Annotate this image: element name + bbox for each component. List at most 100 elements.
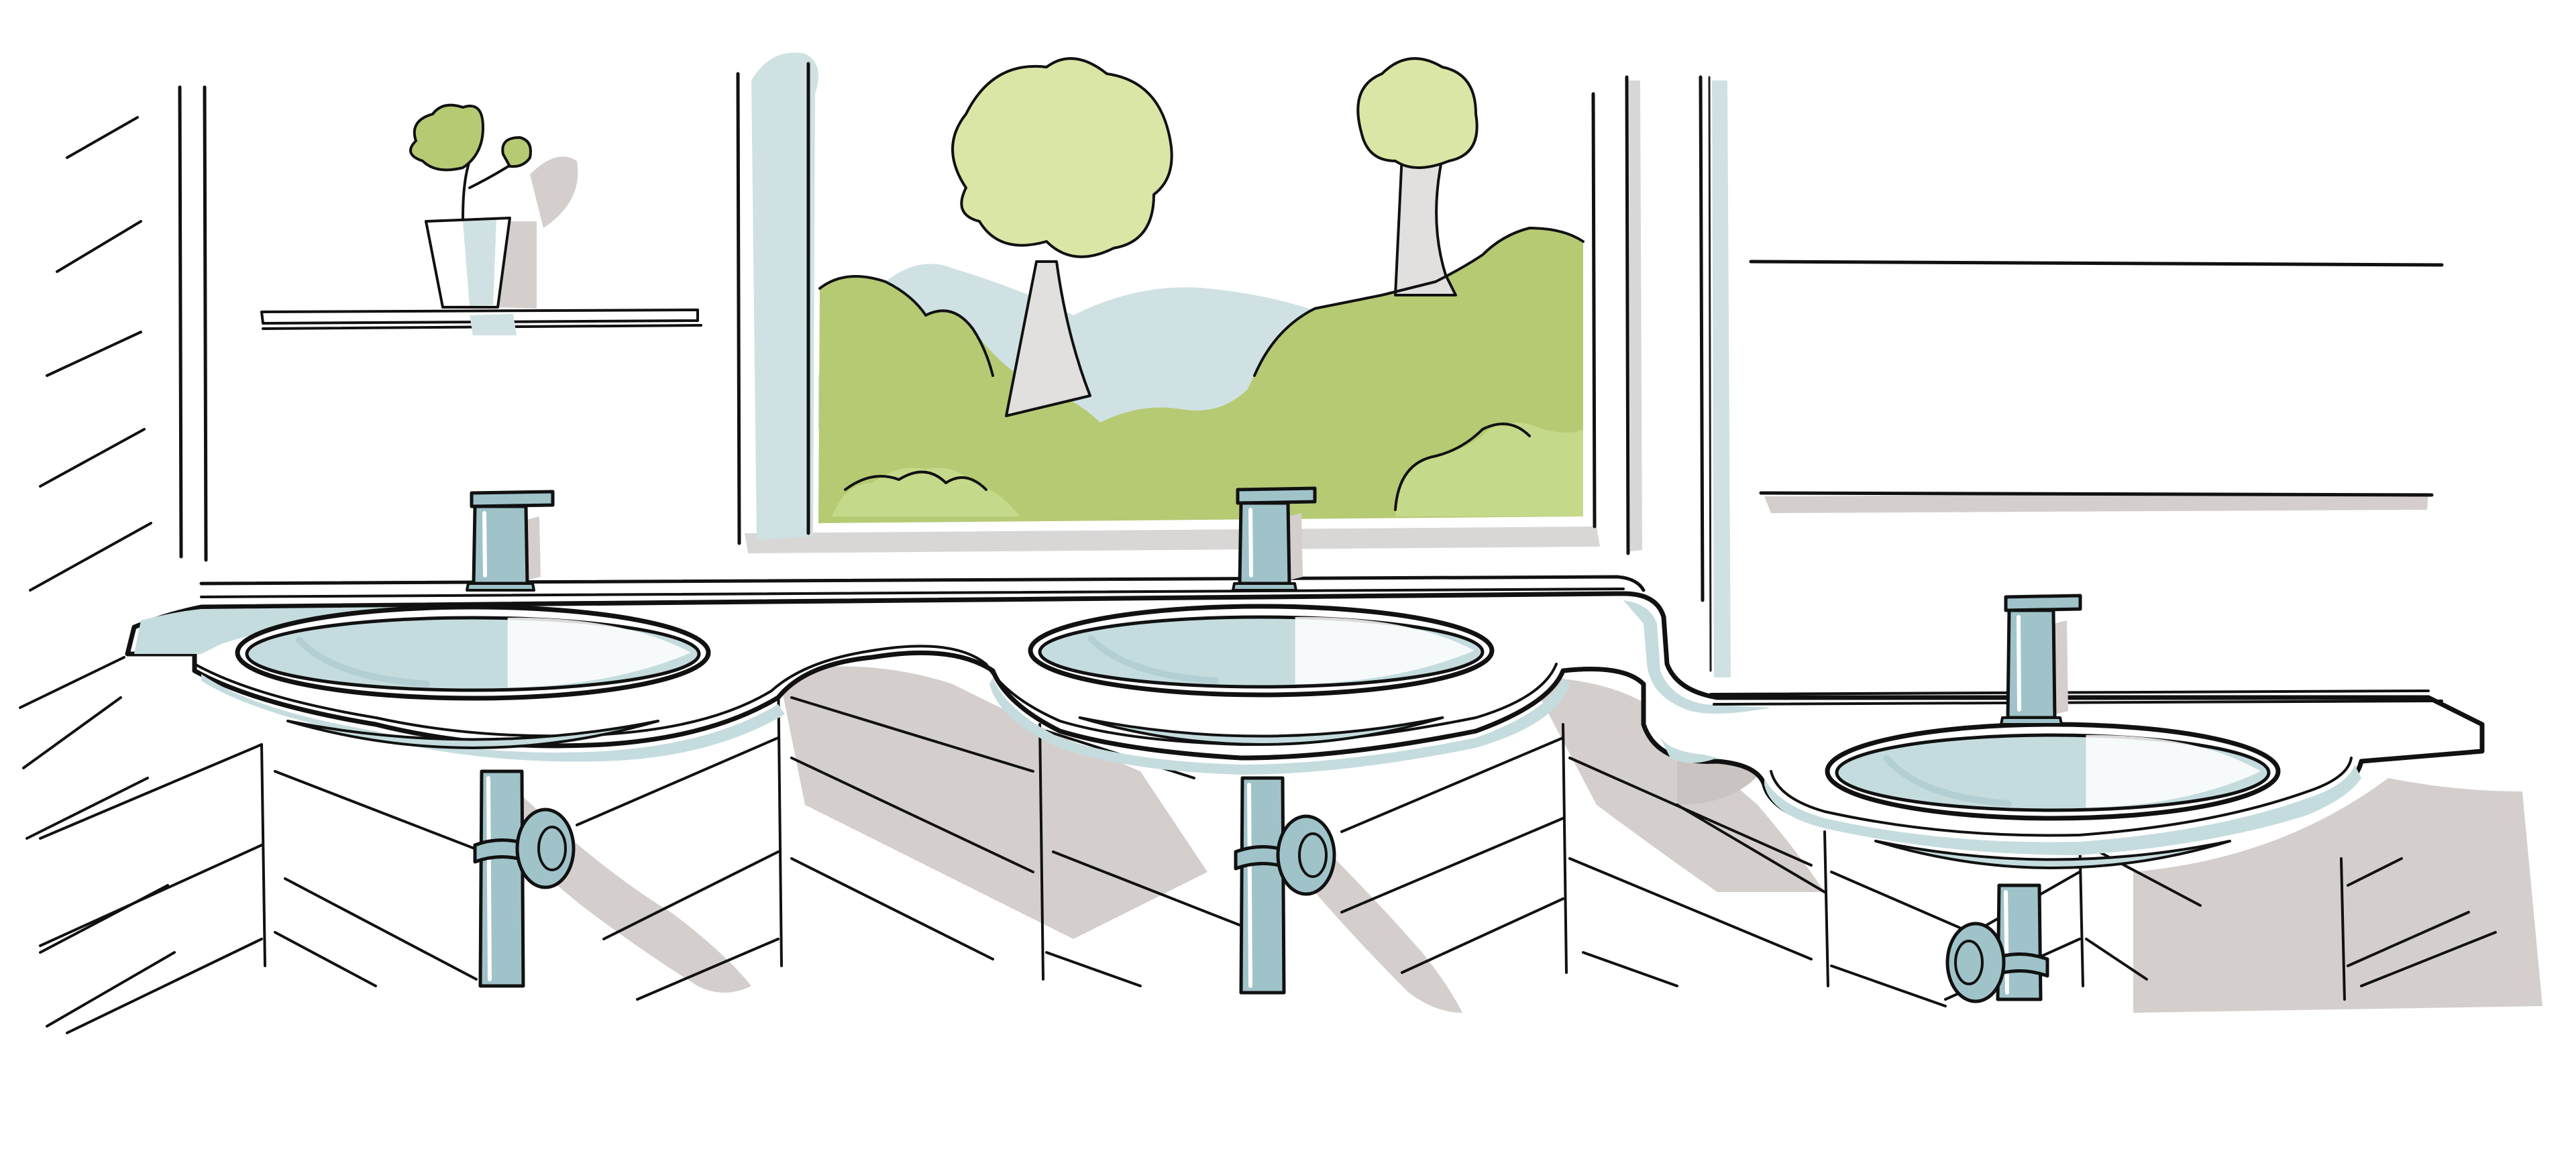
right-rail-shadow [1764, 493, 2428, 513]
tile-diagonal-line-2 [39, 844, 263, 947]
tile-column-line-4 [1562, 723, 1568, 974]
right-pilaster-tint [1712, 80, 1731, 677]
vanity-countertop [125, 575, 2485, 869]
sink-1-faucet-shadow [526, 516, 541, 580]
tile-diagonal-line-10 [790, 696, 1034, 773]
window-casing-right-inner [1591, 92, 1597, 529]
sink-3-faucet [2000, 594, 2082, 726]
right-pilaster-line-a [1699, 75, 1705, 602]
window-sill-shadow [745, 527, 1600, 553]
sink-1-faucet-body [472, 504, 529, 586]
left-wall-tile-line-1 [66, 116, 139, 159]
sink-3-basin-underside [1874, 840, 2231, 869]
sink-1-faucet-base [466, 582, 535, 592]
plant-stem-main [462, 160, 471, 219]
left-wall-tile-line-2 [56, 220, 142, 273]
left-wall-tile-line-6 [19, 656, 125, 709]
tile-diagonal-line-31 [2360, 931, 2497, 987]
sink-1-basin [235, 604, 711, 749]
tile-diagonal-line-20 [1568, 857, 1813, 960]
bushes [818, 228, 1583, 523]
sink-1-faucet [466, 490, 555, 592]
tile-diagonal-line-6 [274, 931, 377, 987]
sink-1-basin-underside [286, 720, 659, 749]
sink-drain-pipes [473, 769, 2049, 1003]
sink-1-basin-shade [296, 637, 430, 687]
left-wall-tile-line-10 [46, 951, 176, 1028]
bush-outline-left [818, 275, 994, 377]
sink-3-pipe-highlight [2004, 890, 2009, 995]
sink-2-faucet [1232, 486, 1317, 592]
counter-step-front-glaze [1657, 731, 1717, 763]
sink-1-pipe-highlight [486, 776, 492, 981]
tile-diagonal-line-5 [284, 877, 478, 981]
left-tree-trunk [1005, 260, 1091, 417]
sink-3-pipe-collar [1990, 952, 2049, 978]
right-tree-canopy [1356, 57, 1479, 169]
tile-diagonal-line-7 [576, 736, 780, 826]
left-wall-tile-line-8 [25, 777, 149, 840]
tile-diagonal-line-17 [1401, 897, 1564, 974]
tile-diagonal-line-8 [602, 850, 780, 940]
tile-diagonal-line-23 [1830, 964, 1947, 1007]
shelf-tint [470, 314, 517, 335]
foreground-bush-left [832, 467, 1020, 516]
sink-2-faucet-highlight [1248, 508, 1253, 577]
tile-column-line-6 [2078, 830, 2084, 987]
sink-1-basin-highlight [507, 617, 691, 687]
window-casing-right-outer [1625, 75, 1630, 555]
sink-2-basin-underside [1078, 716, 1444, 746]
tile-column-line-1 [260, 743, 266, 967]
faucets [466, 486, 2082, 726]
plant-leaf-small [501, 136, 532, 168]
pot-tint [463, 220, 496, 306]
window-casing-left-outer [736, 72, 741, 545]
tile-diagonal-line-28 [2085, 938, 2148, 981]
sink-2-faucet-shadow [1288, 513, 1303, 580]
left-wall-tile-line-5 [29, 522, 152, 592]
sink-1-faucet-spout [470, 490, 555, 508]
sink-2-pipe-trap-inner [1298, 832, 1328, 878]
right-tree-trunk [1394, 153, 1457, 296]
right-wall-rail-top [1749, 260, 2444, 267]
sink-1-faucet-highlight [482, 511, 487, 577]
tile-column-line-5 [1823, 830, 1829, 987]
counter-back-edge-left-inner [200, 588, 1625, 598]
tile-diagonal-line-9 [636, 938, 780, 1001]
sink-3-basin-highlight [2086, 734, 2261, 808]
foreground-bush-left-outline [844, 470, 987, 491]
tile-diagonal-line-1 [39, 743, 263, 840]
counter-middle-front-glaze [989, 677, 1570, 775]
right-pilaster-line-b [1708, 76, 1712, 672]
potted-plant [409, 103, 578, 309]
sink-2-faucet-base [1232, 582, 1297, 592]
tile-diagonal-line-15 [1045, 951, 1142, 987]
lower-wall-tiles [39, 669, 2497, 1034]
sink-2-pipe-highlight [1247, 783, 1252, 988]
window-casing-left-tint [751, 52, 818, 541]
window-casing-right-shadow [1629, 80, 1642, 551]
counter-back-edge-right [1709, 689, 2430, 696]
left-tree-canopy [951, 57, 1173, 258]
tile-diagonal-line-18 [1340, 817, 1564, 914]
counter-back-edge-right-inner [1713, 700, 2443, 706]
counter-step-glaze [1623, 600, 1771, 714]
sink-3-faucet-body [2006, 608, 2057, 720]
sink-3-faucet-base [2000, 716, 2063, 726]
left-wall-tile-line-3 [46, 331, 142, 377]
sink-3-basin-shade [1883, 755, 2012, 807]
plant-leaf-big [409, 103, 484, 172]
sink-3-faucet-spout [2004, 594, 2082, 612]
window-landscape [818, 57, 1585, 523]
sink-3-pipe [1945, 883, 2049, 1003]
counter-right-front-glaze [1764, 765, 2361, 855]
tile-diagonal-line-14 [1052, 850, 1242, 927]
plant-shadow [530, 156, 578, 228]
tile-diagonal-line-27 [2085, 844, 2202, 907]
tile-diagonal-line-16 [1340, 736, 1564, 833]
sink-3-faucet-shadow [2053, 620, 2068, 714]
tile-diagonal-line-3 [66, 938, 263, 1034]
tile-diagonal-line-21 [1582, 951, 1678, 987]
